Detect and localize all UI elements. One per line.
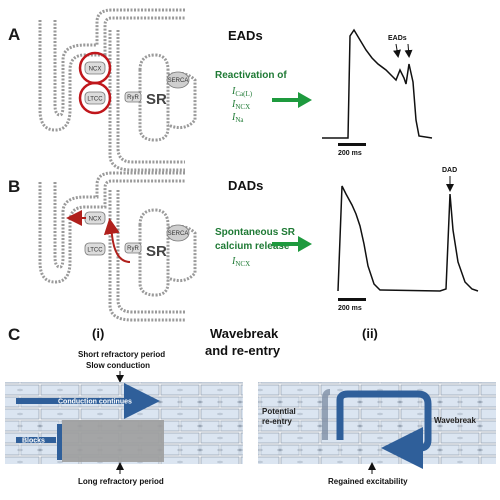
scale-bar-a	[338, 143, 366, 146]
panel-c: C (i) (ii) Wavebreak and re-entry Short …	[5, 325, 496, 486]
long-refractory-label: Long refractory period	[78, 477, 164, 486]
ead-action-potential-trace	[322, 28, 433, 139]
ryr-channel-a: RyR	[124, 91, 142, 103]
panel-a-letter: A	[8, 25, 20, 44]
current-ica-sub: Ca(L)	[235, 90, 252, 98]
ead-trace-label: EADs	[388, 35, 407, 42]
ltcc-channel-b: LTCC	[84, 242, 106, 256]
ncx-channel-a: NCX	[78, 51, 112, 85]
sub-panel-ii-label: (ii)	[362, 326, 378, 341]
scale-label-b: 200 ms	[338, 305, 362, 312]
conduction-continues-label: Conduction continues	[58, 399, 132, 406]
ncx-label-a: NCX	[89, 67, 102, 73]
sr-label-a: SR	[146, 91, 167, 108]
calcium-release-arrow	[103, 218, 131, 263]
serca-label-a: SERCA	[168, 78, 189, 84]
sr-b	[138, 208, 197, 297]
sr-label-b: SR	[146, 243, 167, 260]
panel-b-letter: B	[8, 177, 20, 196]
ltcc-channel-a: LTCC	[78, 81, 112, 115]
ryr-label-a: RyR	[127, 95, 139, 101]
panel-a: A NCX LTCC RyR SERCA	[8, 8, 433, 172]
serca-label-b: SERCA	[168, 231, 189, 237]
current-incx-b: I	[231, 256, 236, 267]
ncx-channel-b: NCX	[84, 211, 106, 225]
sub-panel-i-label: (i)	[92, 326, 104, 341]
current-incx: I	[231, 99, 236, 110]
panel-c-letter: C	[8, 325, 20, 344]
panel-b: B NCX LTCC RyR SERCA SR	[8, 167, 479, 322]
panel-b-title: DADs	[228, 178, 263, 193]
current-incx-b-sub: NCX	[235, 260, 250, 268]
green-arrow-b	[272, 236, 312, 252]
svg-text:INCX: INCX	[231, 99, 250, 111]
long-refractory-region	[62, 420, 164, 462]
ryr-label-b: RyR	[127, 246, 139, 252]
svg-text:INa: INa	[231, 112, 244, 124]
ltcc-label-a: LTCC	[87, 97, 103, 103]
conduction-block-bar	[57, 424, 62, 460]
panel-b-mechanism-2: calcium release	[215, 241, 290, 252]
potential-reentry-label-1: Potential	[262, 407, 296, 416]
current-ica: I	[231, 86, 236, 97]
current-incx-sub: NCX	[235, 103, 250, 111]
scale-bar-b	[338, 298, 366, 301]
current-ina-sub: Na	[235, 116, 244, 124]
ead-arrow-1	[393, 43, 401, 58]
panel-a-mechanism: Reactivation of	[215, 70, 287, 81]
dad-trace-label: DAD	[442, 167, 457, 174]
ryr-channel-b: RyR	[124, 242, 142, 254]
regained-excitability-label: Regained excitability	[328, 477, 408, 486]
panel-a-title: EADs	[228, 28, 263, 43]
panel-c-title-1: Wavebreak	[210, 326, 279, 341]
cell-membrane-a	[38, 8, 185, 172]
green-arrow-a	[272, 92, 312, 108]
ltcc-label-b: LTCC	[87, 248, 103, 254]
blocks-label: Blocks	[22, 438, 45, 445]
current-ina: I	[231, 112, 236, 123]
wavebreak-label: Wavebreak	[434, 416, 477, 425]
slow-conduction-label: Slow conduction	[86, 361, 150, 370]
scale-label-a: 200 ms	[338, 150, 362, 157]
ead-arrow-2	[404, 43, 413, 58]
ncx-label-b: NCX	[89, 217, 102, 223]
panel-b-mechanism-1: Spontaneous SR	[215, 227, 296, 238]
potential-reentry-label-2: re-entry	[262, 417, 292, 426]
svg-text:INCX: INCX	[231, 256, 250, 268]
short-refractory-label: Short refractory period	[78, 350, 165, 359]
serca-pump-b: SERCA	[166, 224, 190, 242]
svg-text:ICa(L): ICa(L)	[231, 86, 253, 98]
wavebreak-arrow	[336, 390, 432, 469]
sr-a	[138, 53, 197, 142]
serca-pump-a: SERCA	[166, 71, 190, 89]
panel-c-title-2: and re-entry	[205, 343, 281, 358]
potential-reentry-arrow	[322, 389, 331, 440]
dad-action-potential-trace	[337, 185, 479, 292]
